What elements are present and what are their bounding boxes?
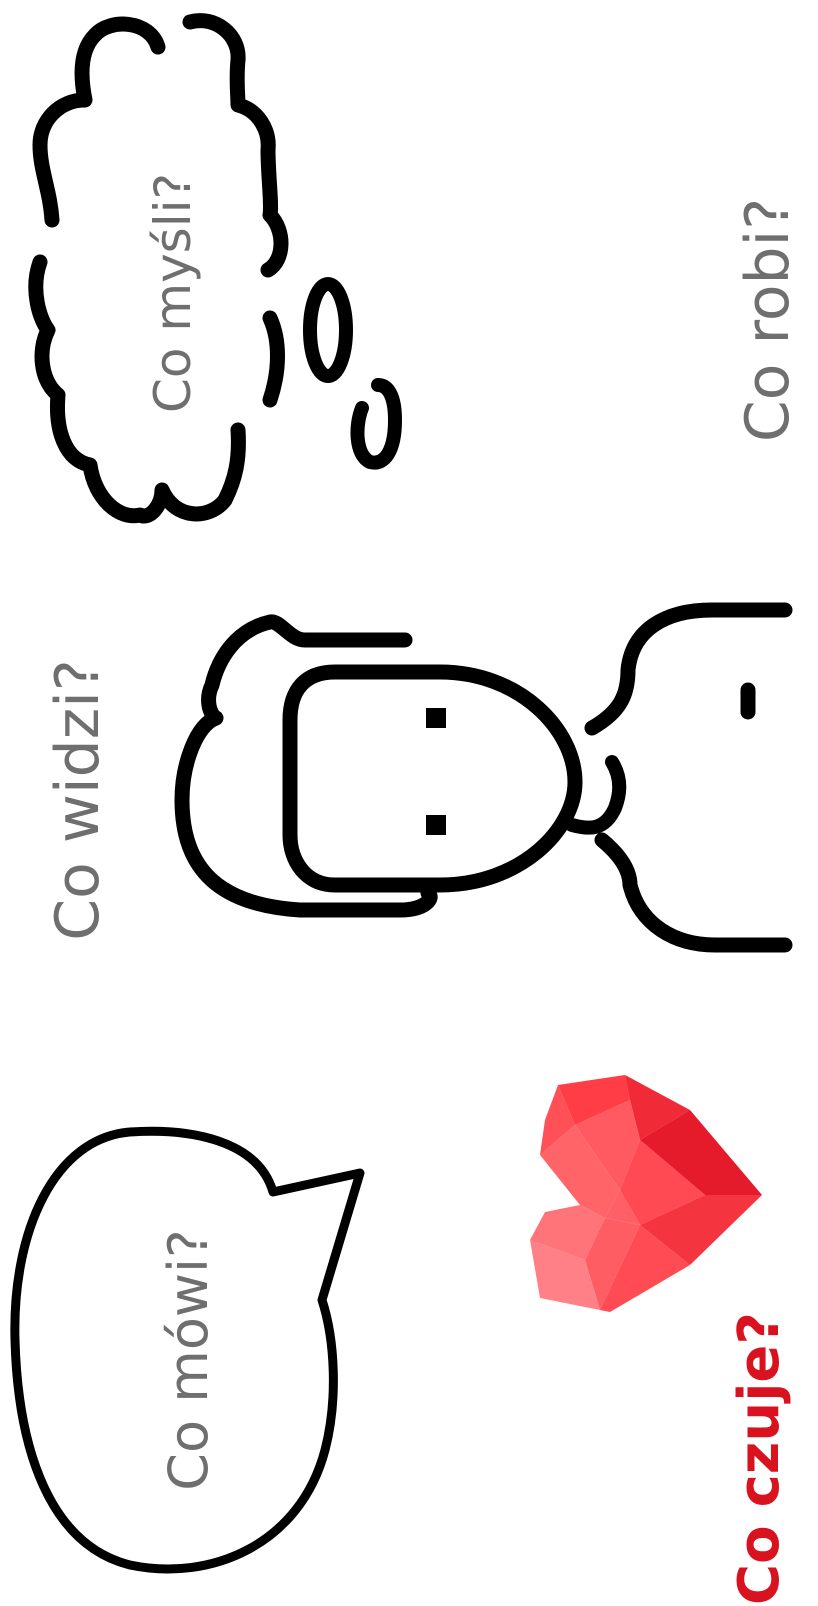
label-sees: Co widzi? xyxy=(43,659,113,941)
person-eye-right xyxy=(426,815,446,835)
label-feels-prefix: Co xyxy=(727,1525,792,1605)
low-poly-heart-icon xyxy=(530,1075,762,1312)
label-says: Co mówi? xyxy=(157,1229,220,1490)
label-feels-word: czuje? xyxy=(727,1312,792,1507)
thought-cloud-icon xyxy=(36,21,395,516)
person-outline-icon xyxy=(182,610,785,945)
person-eye-left xyxy=(426,708,446,728)
label-feels: Co czuje? xyxy=(727,1312,792,1605)
label-thinks: Co myśli? xyxy=(144,173,202,413)
label-does: Co robi? xyxy=(733,198,803,442)
